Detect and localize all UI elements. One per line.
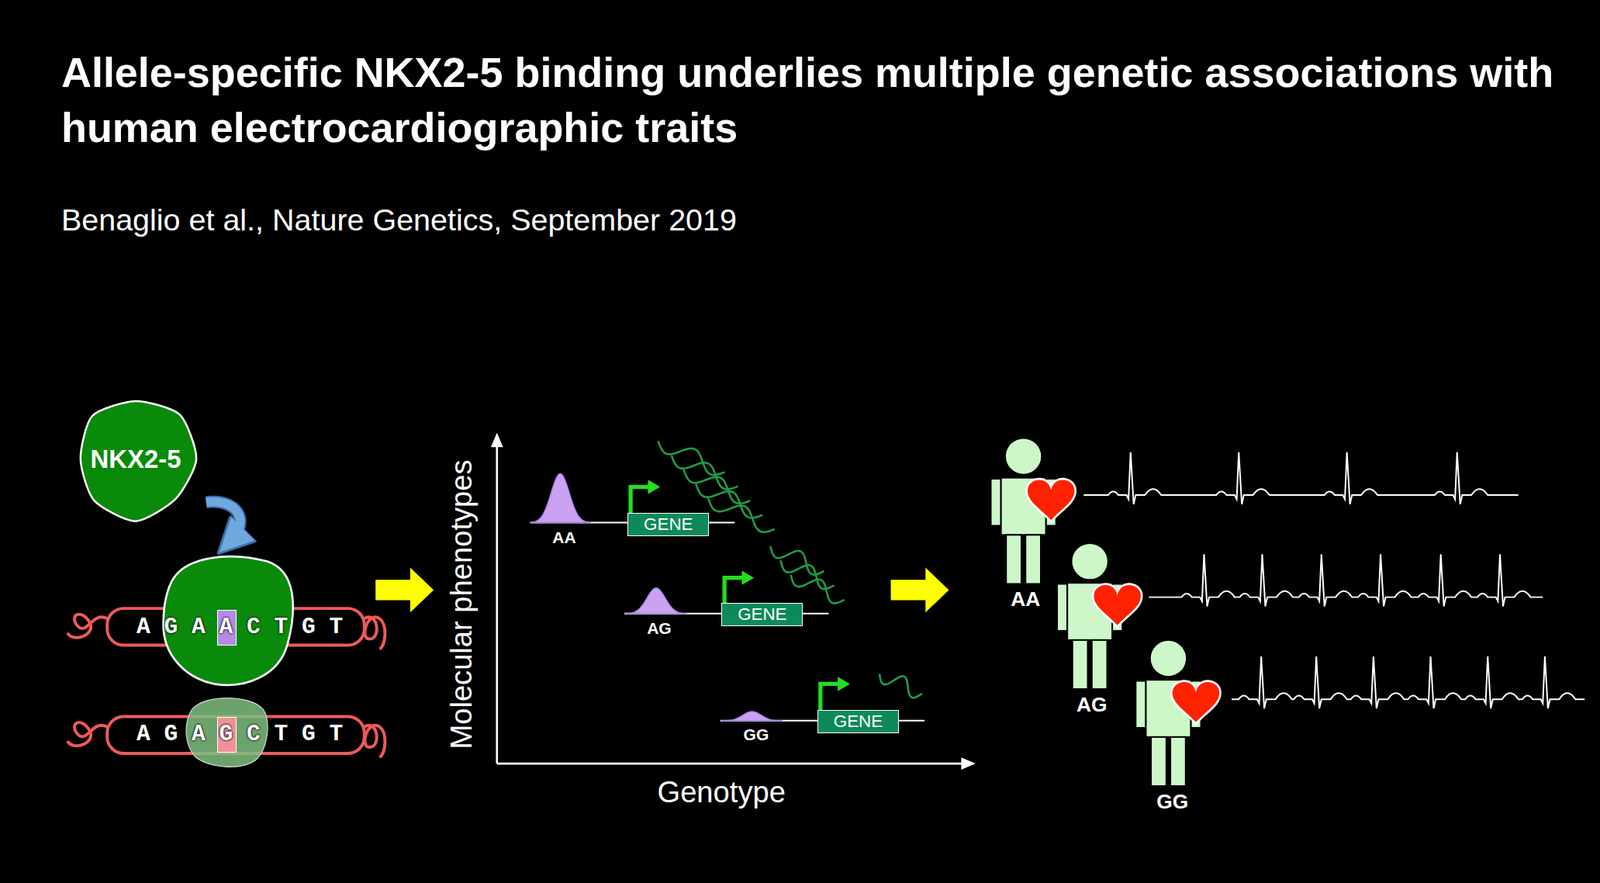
binding-arrow xyxy=(206,501,241,542)
heart-icon xyxy=(1026,478,1076,522)
binding-arrow-fill xyxy=(206,501,241,542)
gene-box: GENE xyxy=(627,512,709,536)
dna-strand xyxy=(67,608,386,650)
gene-label: GENE xyxy=(737,604,787,625)
gene-label: GENE xyxy=(833,711,883,732)
protein-blob: NKX2-5 xyxy=(72,395,199,522)
genotype-label: GG xyxy=(743,725,770,744)
promoter-arrow xyxy=(630,487,650,514)
chip-peak xyxy=(529,473,591,522)
step-arrow xyxy=(891,566,950,612)
plot-axes xyxy=(490,432,976,770)
gene-box: GENE xyxy=(721,602,803,626)
promoter-arrowhead xyxy=(837,676,851,691)
mrna-wave xyxy=(767,538,828,578)
ecg-trace xyxy=(1231,656,1585,709)
mrna-wave xyxy=(777,552,838,593)
ecg-trace xyxy=(1083,452,1518,505)
promoter-arrow xyxy=(724,577,743,605)
mrna-wave xyxy=(667,447,742,494)
citation: Benaglio et al., Nature Genetics, Septem… xyxy=(61,201,737,237)
axis-label: Molecular phenotypes xyxy=(444,459,479,749)
promoter-arrowhead xyxy=(647,479,661,494)
title: Allele-specific NKX2-5 binding underlies… xyxy=(61,44,1593,156)
step-arrow xyxy=(375,566,434,612)
dna-strand xyxy=(67,716,386,758)
axis-label: Genotype xyxy=(656,774,785,809)
mrna-wave xyxy=(680,462,754,508)
chip-peak xyxy=(625,587,688,614)
heart-icon xyxy=(1171,680,1220,724)
gene-label: GENE xyxy=(643,514,693,535)
genotype-label: AG xyxy=(1076,691,1107,716)
chip-peak xyxy=(721,711,783,721)
promoter-arrowhead xyxy=(742,570,755,585)
mrna-wave xyxy=(654,433,729,480)
dna-sequence: A G A G C T G T xyxy=(136,720,343,747)
ecg-trace xyxy=(1148,553,1543,606)
heart-icon xyxy=(1092,584,1142,627)
genotype-label: AA xyxy=(1010,587,1041,612)
mrna-wave xyxy=(876,666,926,701)
genotype-label: AG xyxy=(646,618,672,638)
genotype-label: AA xyxy=(552,528,576,547)
gene-box: GENE xyxy=(817,709,899,733)
promoter-arrow xyxy=(820,683,840,710)
protein-shape xyxy=(80,400,197,522)
genotype-label: GG xyxy=(1156,788,1189,813)
mrna-wave xyxy=(704,490,779,537)
protein-label: NKX2-5 xyxy=(90,444,182,474)
mrna-wave xyxy=(787,566,848,607)
dna-sequence: A G A A C T G T xyxy=(136,613,343,640)
